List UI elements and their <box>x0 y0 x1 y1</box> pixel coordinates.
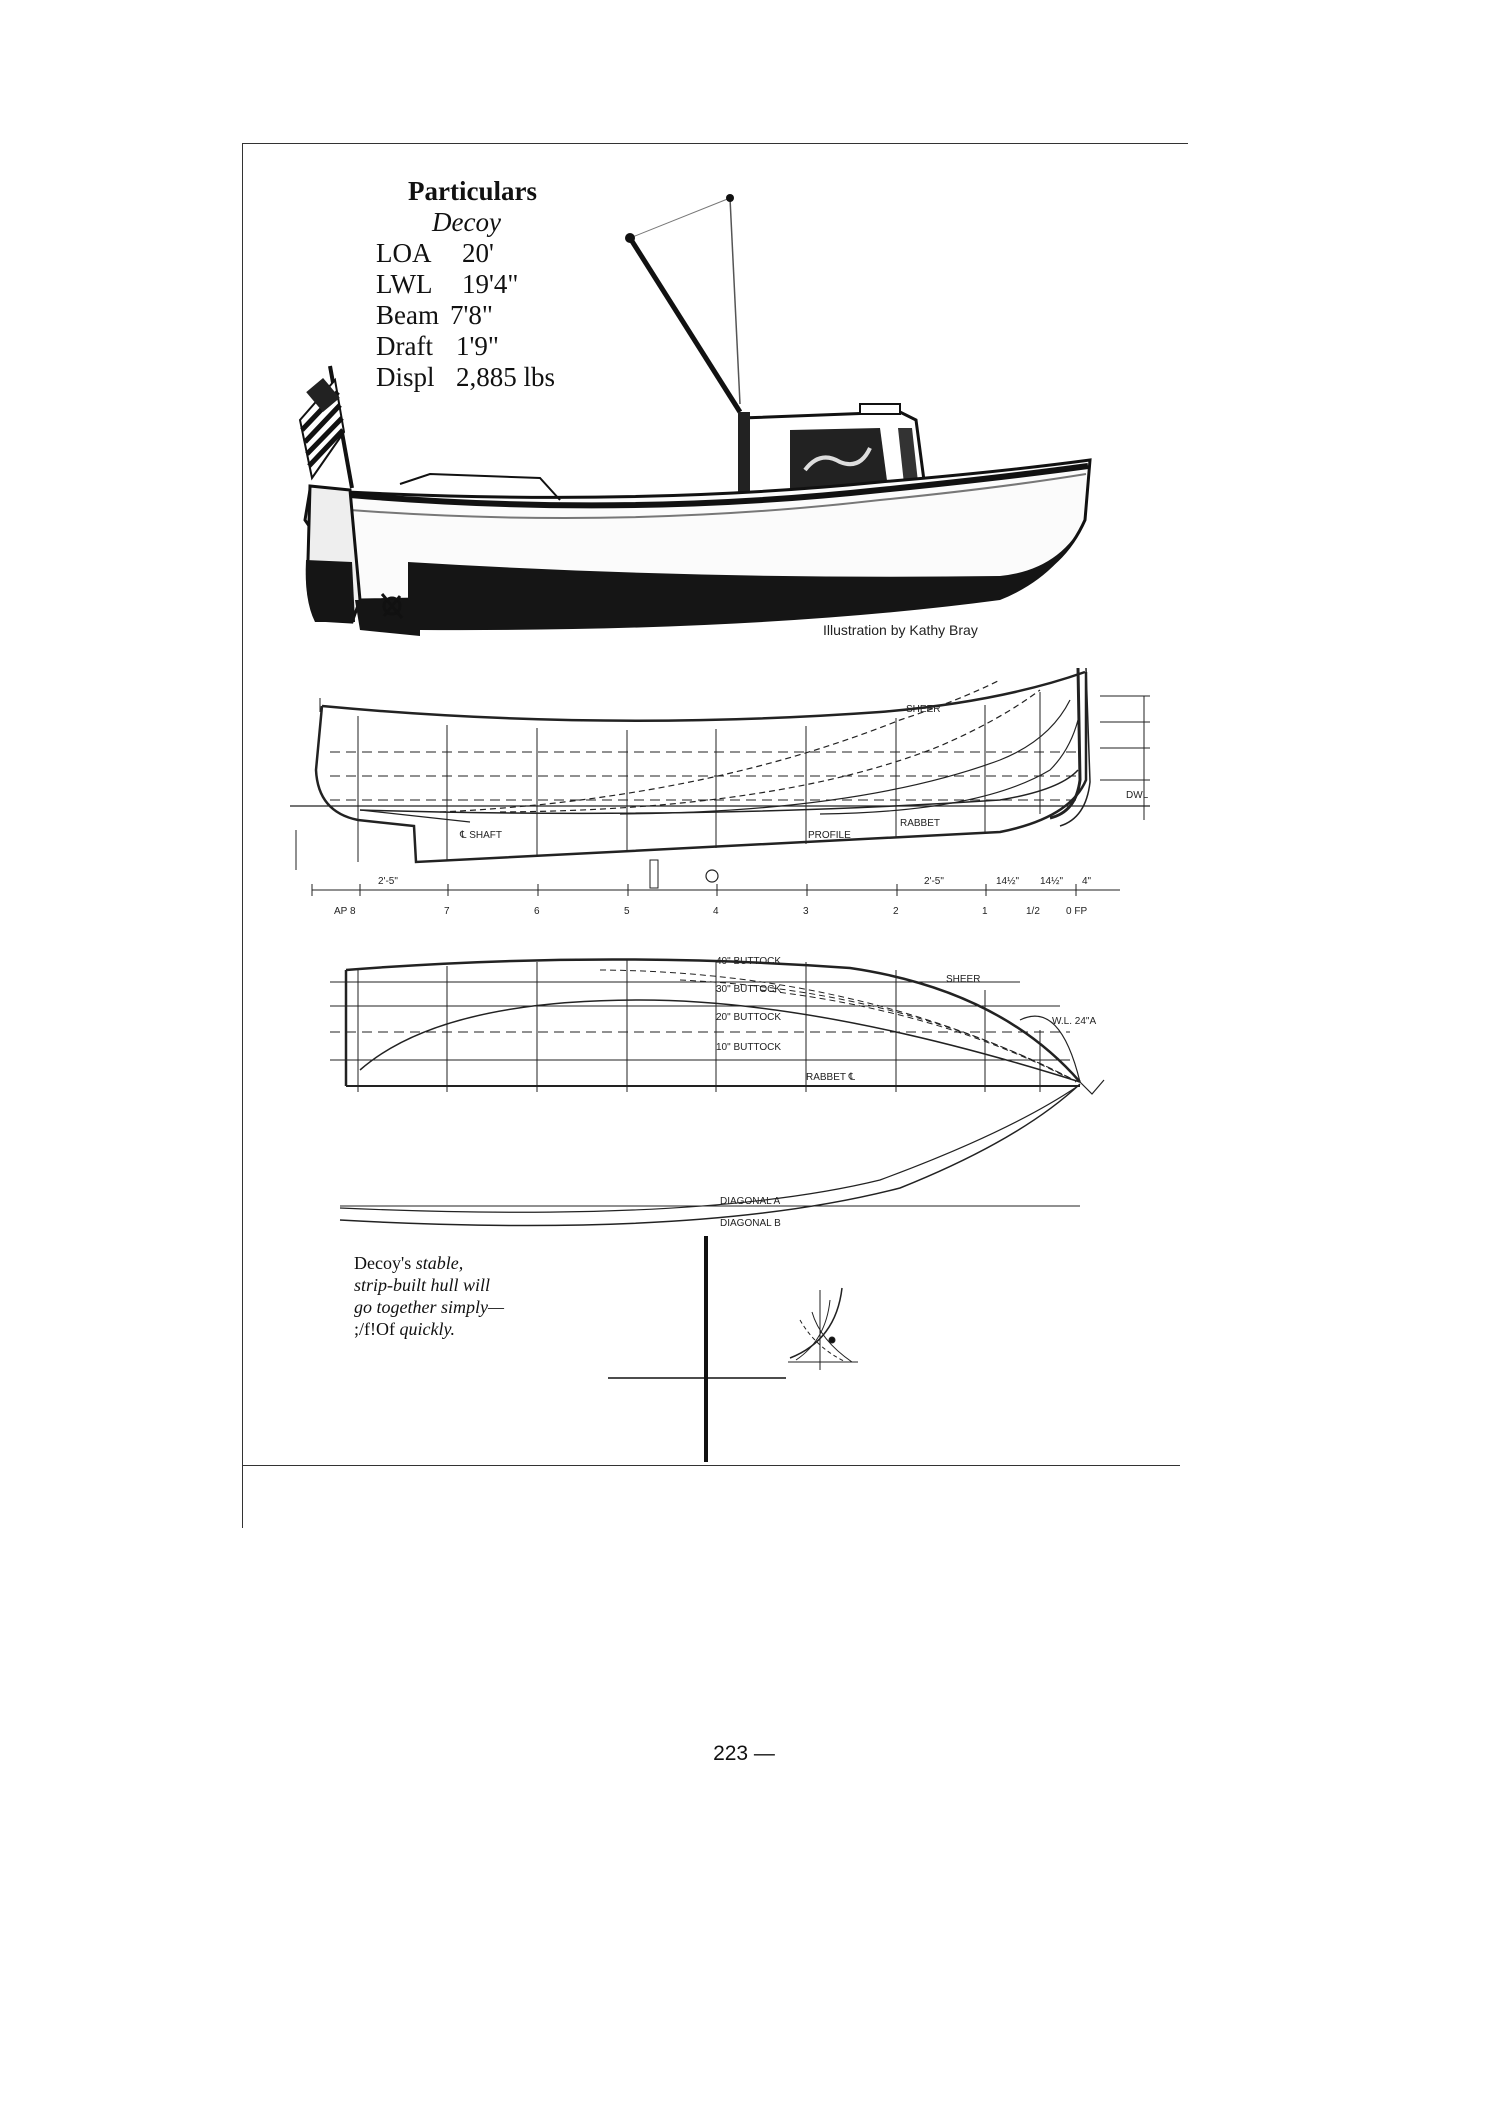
dim-label-2: 2'-5" <box>924 876 944 887</box>
half-breadth-labels: 40" BUTTOCK 30" BUTTOCK 20" BUTTOCK 10" … <box>716 956 1096 1229</box>
rabbet-label: RABBET <box>900 818 940 829</box>
figure-caption: Decoy's stable, strip-built hull will go… <box>354 1252 564 1340</box>
station-label: 0 FP <box>1066 906 1087 917</box>
spec-label: Displ <box>376 362 435 392</box>
lines-profile-labels: SHEER PROFILE RABBET ℄ SHAFT DWL 2'-5" 2… <box>378 704 1149 887</box>
diagonal-a-label: DIAGONAL A <box>720 1196 781 1207</box>
caption-text: ;/f!Of <box>354 1319 400 1339</box>
diagonal-b-label: DIAGONAL B <box>720 1218 781 1229</box>
page-number: 223 — <box>713 1742 775 1765</box>
flag-icon <box>298 377 346 481</box>
spec-value: 7'8" <box>450 300 493 330</box>
shaft-label: ℄ SHAFT <box>459 830 502 841</box>
centerline-cross <box>608 1236 786 1462</box>
spec-label: Beam <box>376 300 439 330</box>
caption-text: Decoy's <box>354 1253 416 1273</box>
rabbet-line <box>359 769 1079 815</box>
spec-row: Beam 7'8" <box>376 300 555 331</box>
station-label: 3 <box>803 906 809 917</box>
caption-text: go together simply— <box>354 1297 504 1317</box>
station-label: 5 <box>624 906 630 917</box>
dim-label-5: 4" <box>1082 876 1092 887</box>
spec-row: LWL 19'4" <box>376 269 555 300</box>
lines-half-breadth-view <box>330 958 1105 1227</box>
caption-text: stable, <box>415 1253 464 1273</box>
station-label: 4 <box>713 906 719 917</box>
left-rule <box>242 143 243 1528</box>
station-numbers: AP 8 7 6 5 4 3 2 1 1/2 0 FP <box>334 906 1087 917</box>
profile-label: PROFILE <box>808 830 851 841</box>
spec-value: 19'4" <box>462 269 519 299</box>
lines-profile-view <box>290 667 1150 896</box>
caption-text: quickly. <box>399 1319 455 1339</box>
caption-text: strip-built hull will <box>354 1275 491 1295</box>
bottom-rule <box>242 1465 1180 1466</box>
dim-label-3: 14½" <box>996 876 1019 887</box>
waterline-label: W.L. 24"A <box>1052 1016 1096 1027</box>
spec-value: 20' <box>462 238 494 268</box>
buttock-40-label: 40" BUTTOCK <box>716 956 781 967</box>
spec-value: 1'9" <box>456 331 499 361</box>
buttock-30-label: 30" BUTTOCK <box>716 984 781 995</box>
buttock-10-label: 10" BUTTOCK <box>716 1042 781 1053</box>
spec-label: LWL <box>376 269 433 299</box>
station-label: 1 <box>982 906 988 917</box>
sheer-plan-label: SHEER <box>946 974 980 985</box>
buttock-20-label: 20" BUTTOCK <box>716 1012 781 1023</box>
spec-value: 2,885 lbs <box>456 362 556 392</box>
dim-label-4: 14½" <box>1040 876 1063 887</box>
dim-label-1: 2'-5" <box>378 876 398 887</box>
station-label: 1/2 <box>1026 906 1040 917</box>
spec-row: LOA 20' <box>376 238 555 269</box>
spec-row: Draft 1'9" <box>376 331 555 362</box>
particulars-heading: Particulars <box>408 176 537 206</box>
boat-profile-illustration <box>298 194 1092 636</box>
particulars-block: Particulars Decoy LOA 20' LWL 19'4" Beam 7'… <box>376 176 555 393</box>
station-label: 2 <box>893 906 899 917</box>
spec-label: Draft <box>376 331 433 361</box>
station-label: AP 8 <box>334 906 356 917</box>
sheer-line <box>321 670 1086 722</box>
spec-label: LOA <box>376 238 432 268</box>
body-plan-sketch <box>788 1287 858 1370</box>
station-label: 6 <box>534 906 540 917</box>
illustration-credit: Illustration by Kathy Bray <box>823 622 978 638</box>
rabbet-plan-label: RABBET ℄ <box>806 1072 856 1083</box>
spec-row: Displ 2,885 lbs <box>376 362 555 393</box>
boat-name: Decoy <box>432 207 501 237</box>
sheer-label: SHEER <box>906 704 940 715</box>
dwl-label: DWL <box>1126 790 1149 801</box>
top-rule <box>242 143 1188 144</box>
station-label: 7 <box>444 906 450 917</box>
